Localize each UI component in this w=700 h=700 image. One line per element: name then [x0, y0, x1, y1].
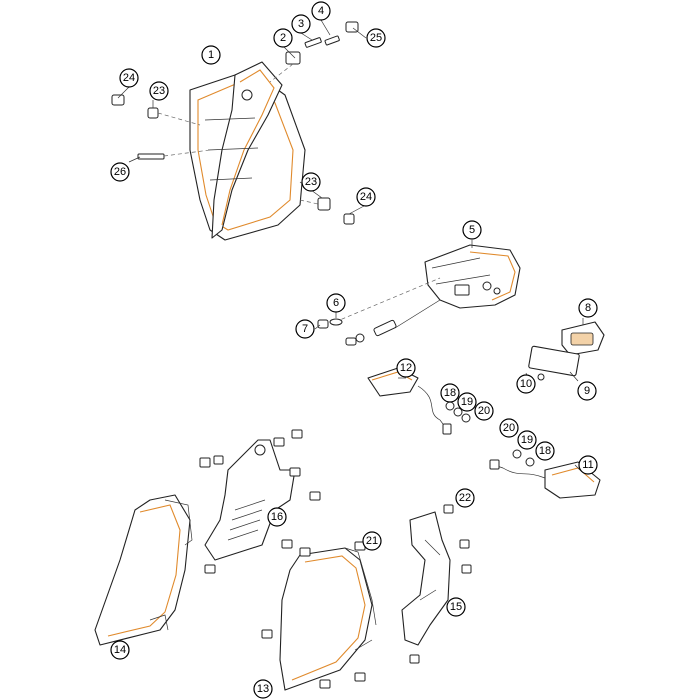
svg-text:25: 25 — [370, 32, 382, 44]
callout: 5 — [462, 220, 482, 240]
svg-text:16: 16 — [271, 511, 283, 523]
callout: 26 — [110, 162, 130, 182]
callout: 23 — [301, 172, 321, 192]
callout: 15 — [446, 597, 466, 617]
svg-text:23: 23 — [153, 85, 165, 97]
callout-bubbles: 1 2 3 4 25 24 23 26 23 24 5 6 7 8 9 10 1… — [110, 1, 598, 699]
callout: 18 — [535, 441, 555, 461]
license-plate-light — [522, 321, 605, 385]
callout: 2 — [273, 28, 293, 48]
svg-text:7: 7 — [302, 323, 308, 335]
callout: 4 — [311, 1, 331, 21]
side-bracket — [401, 504, 472, 664]
svg-text:19: 19 — [461, 396, 473, 408]
callout: 13 — [253, 679, 273, 699]
callout: 22 — [455, 488, 475, 508]
svg-text:24: 24 — [360, 191, 372, 203]
callout: 20 — [499, 418, 519, 438]
svg-text:10: 10 — [520, 378, 532, 390]
svg-text:15: 15 — [450, 601, 462, 613]
leader-lines — [117, 19, 584, 471]
svg-text:8: 8 — [585, 302, 591, 314]
headlight-assembly — [189, 61, 306, 241]
svg-text:1: 1 — [208, 49, 214, 61]
callout: 23 — [149, 81, 169, 101]
callout: 1 — [201, 45, 221, 65]
svg-text:12: 12 — [400, 362, 412, 374]
callout: 19 — [457, 392, 477, 412]
svg-text:24: 24 — [123, 72, 135, 84]
svg-text:23: 23 — [305, 176, 317, 188]
callout: 20 — [474, 401, 494, 421]
callout: 21 — [362, 531, 382, 551]
svg-text:18: 18 — [539, 445, 551, 457]
callout: 8 — [578, 298, 598, 318]
callout: 12 — [396, 358, 416, 378]
callout: 6 — [326, 293, 346, 313]
fairing-left — [94, 494, 193, 646]
callout: 10 — [516, 374, 536, 394]
tail-light-hardware — [317, 318, 365, 346]
svg-text:14: 14 — [114, 644, 126, 656]
callout: 14 — [110, 640, 130, 660]
svg-text:2: 2 — [280, 32, 286, 44]
callout: 16 — [267, 507, 287, 527]
svg-text:20: 20 — [478, 405, 490, 417]
callout: 24 — [356, 187, 376, 207]
callout: 25 — [366, 28, 386, 48]
svg-text:5: 5 — [469, 224, 475, 236]
svg-text:20: 20 — [503, 422, 515, 434]
callout: 9 — [577, 381, 597, 401]
svg-text:3: 3 — [298, 18, 304, 30]
callout: 11 — [578, 455, 598, 475]
svg-text:6: 6 — [333, 297, 339, 309]
svg-text:11: 11 — [582, 459, 593, 471]
callout: 19 — [517, 430, 537, 450]
svg-text:26: 26 — [114, 166, 126, 178]
svg-text:21: 21 — [366, 535, 378, 547]
fairing-right — [261, 541, 377, 691]
svg-text:13: 13 — [257, 683, 269, 695]
headlight-hardware — [111, 21, 359, 225]
callout: 24 — [119, 68, 139, 88]
svg-text:22: 22 — [459, 492, 471, 504]
callout: 7 — [295, 319, 315, 339]
svg-text:18: 18 — [444, 387, 456, 399]
tail-light-assembly — [334, 244, 521, 337]
svg-text:4: 4 — [318, 5, 324, 17]
callout: 18 — [440, 383, 460, 403]
svg-text:9: 9 — [584, 385, 590, 397]
callout: 3 — [291, 14, 311, 34]
svg-text:19: 19 — [521, 434, 533, 446]
